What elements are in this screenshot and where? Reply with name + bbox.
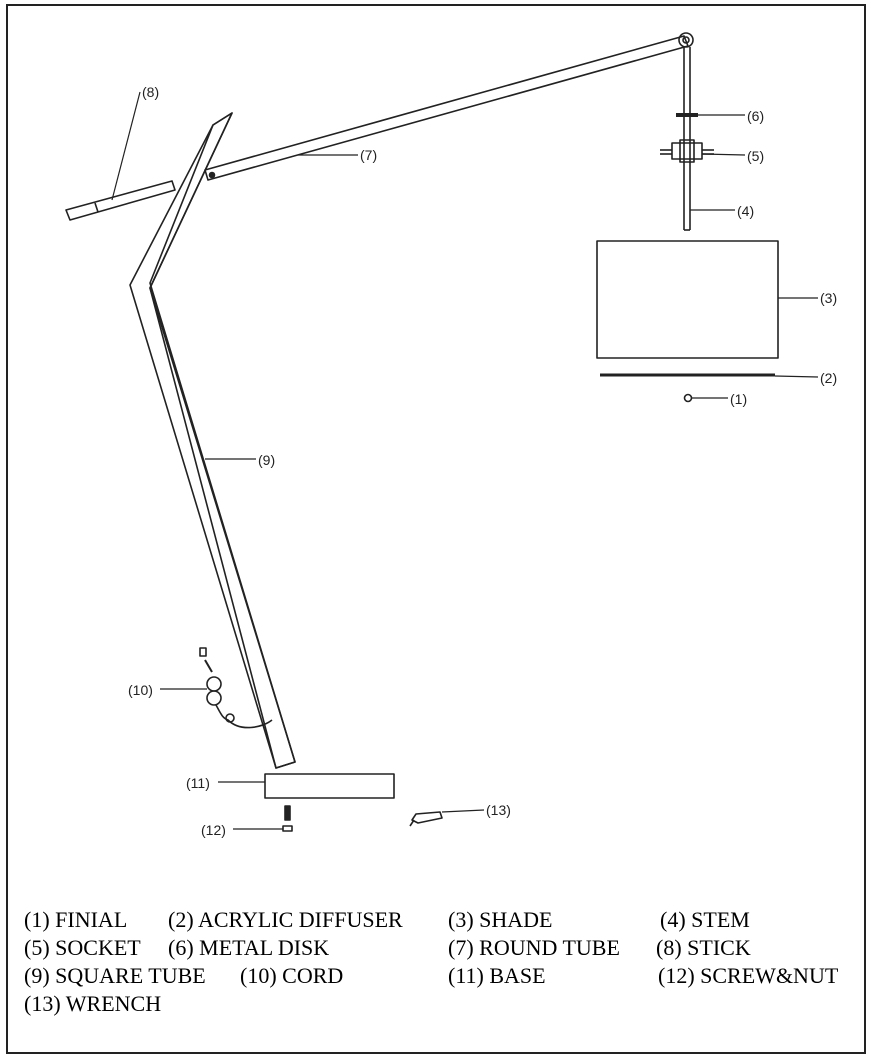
base-part: [264, 773, 395, 799]
callout-4: (4): [737, 203, 754, 219]
callout-9: (9): [258, 452, 275, 468]
legend-item-stem: (4) STEM: [660, 907, 750, 932]
legend-item-round-tube: (7) ROUND TUBE: [448, 935, 620, 960]
callout-13: (13): [486, 802, 511, 818]
callout-1: (1): [730, 391, 747, 407]
legend-item-square-tube: (9) SQUARE TUBE: [24, 963, 206, 988]
wrench-part: [409, 811, 443, 827]
stick-part: [65, 180, 176, 221]
legend-item-finial: (1) FINIAL: [24, 907, 128, 932]
legend-item-metal-disk: (6) METAL DISK: [168, 935, 330, 960]
callout-11: (11): [186, 775, 210, 791]
callout-5: (5): [747, 148, 764, 164]
legend-item-shade: (3) SHADE: [448, 907, 553, 932]
round-tube-part: [204, 32, 694, 181]
shade-part: [596, 240, 779, 359]
socket-part: [660, 139, 714, 163]
screw-nut-part: [282, 805, 293, 832]
finial-part: [683, 393, 693, 403]
callout-7: (7): [360, 147, 377, 163]
legend-item-stick: (8) STICK: [656, 935, 751, 960]
stem-part: [683, 47, 691, 231]
legend-item-cord: (10) CORD: [240, 963, 344, 988]
legend-item-acrylic-diffuser: (2) ACRYLIC DIFFUSER: [168, 907, 403, 932]
leader-lines: [111, 91, 819, 830]
legend-item-screw-nut: (12) SCREW&NUT: [658, 963, 839, 988]
callout-10: (10): [128, 682, 153, 698]
callout-12: (12): [201, 822, 226, 838]
parts-legend: (1) FINIAL (2) ACRYLIC DIFFUSER (3) SHAD…: [24, 906, 864, 1036]
diagram-frame: [6, 4, 866, 1054]
legend-item-wrench: (13) WRENCH: [24, 991, 162, 1016]
callout-6: (6): [747, 108, 764, 124]
callout-8: (8): [142, 84, 159, 100]
square-tube-part: [129, 112, 296, 769]
floor-lamp-parts-diagram: (8) (7) (6) (5) (4) (3) (2) (1) (9) (10)…: [65, 32, 837, 838]
legend-item-socket: (5) SOCKET: [24, 935, 141, 960]
callout-2: (2): [820, 370, 837, 386]
legend-item-base: (11) BASE: [448, 963, 546, 988]
cord-part: [199, 647, 273, 729]
callout-3: (3): [820, 290, 837, 306]
